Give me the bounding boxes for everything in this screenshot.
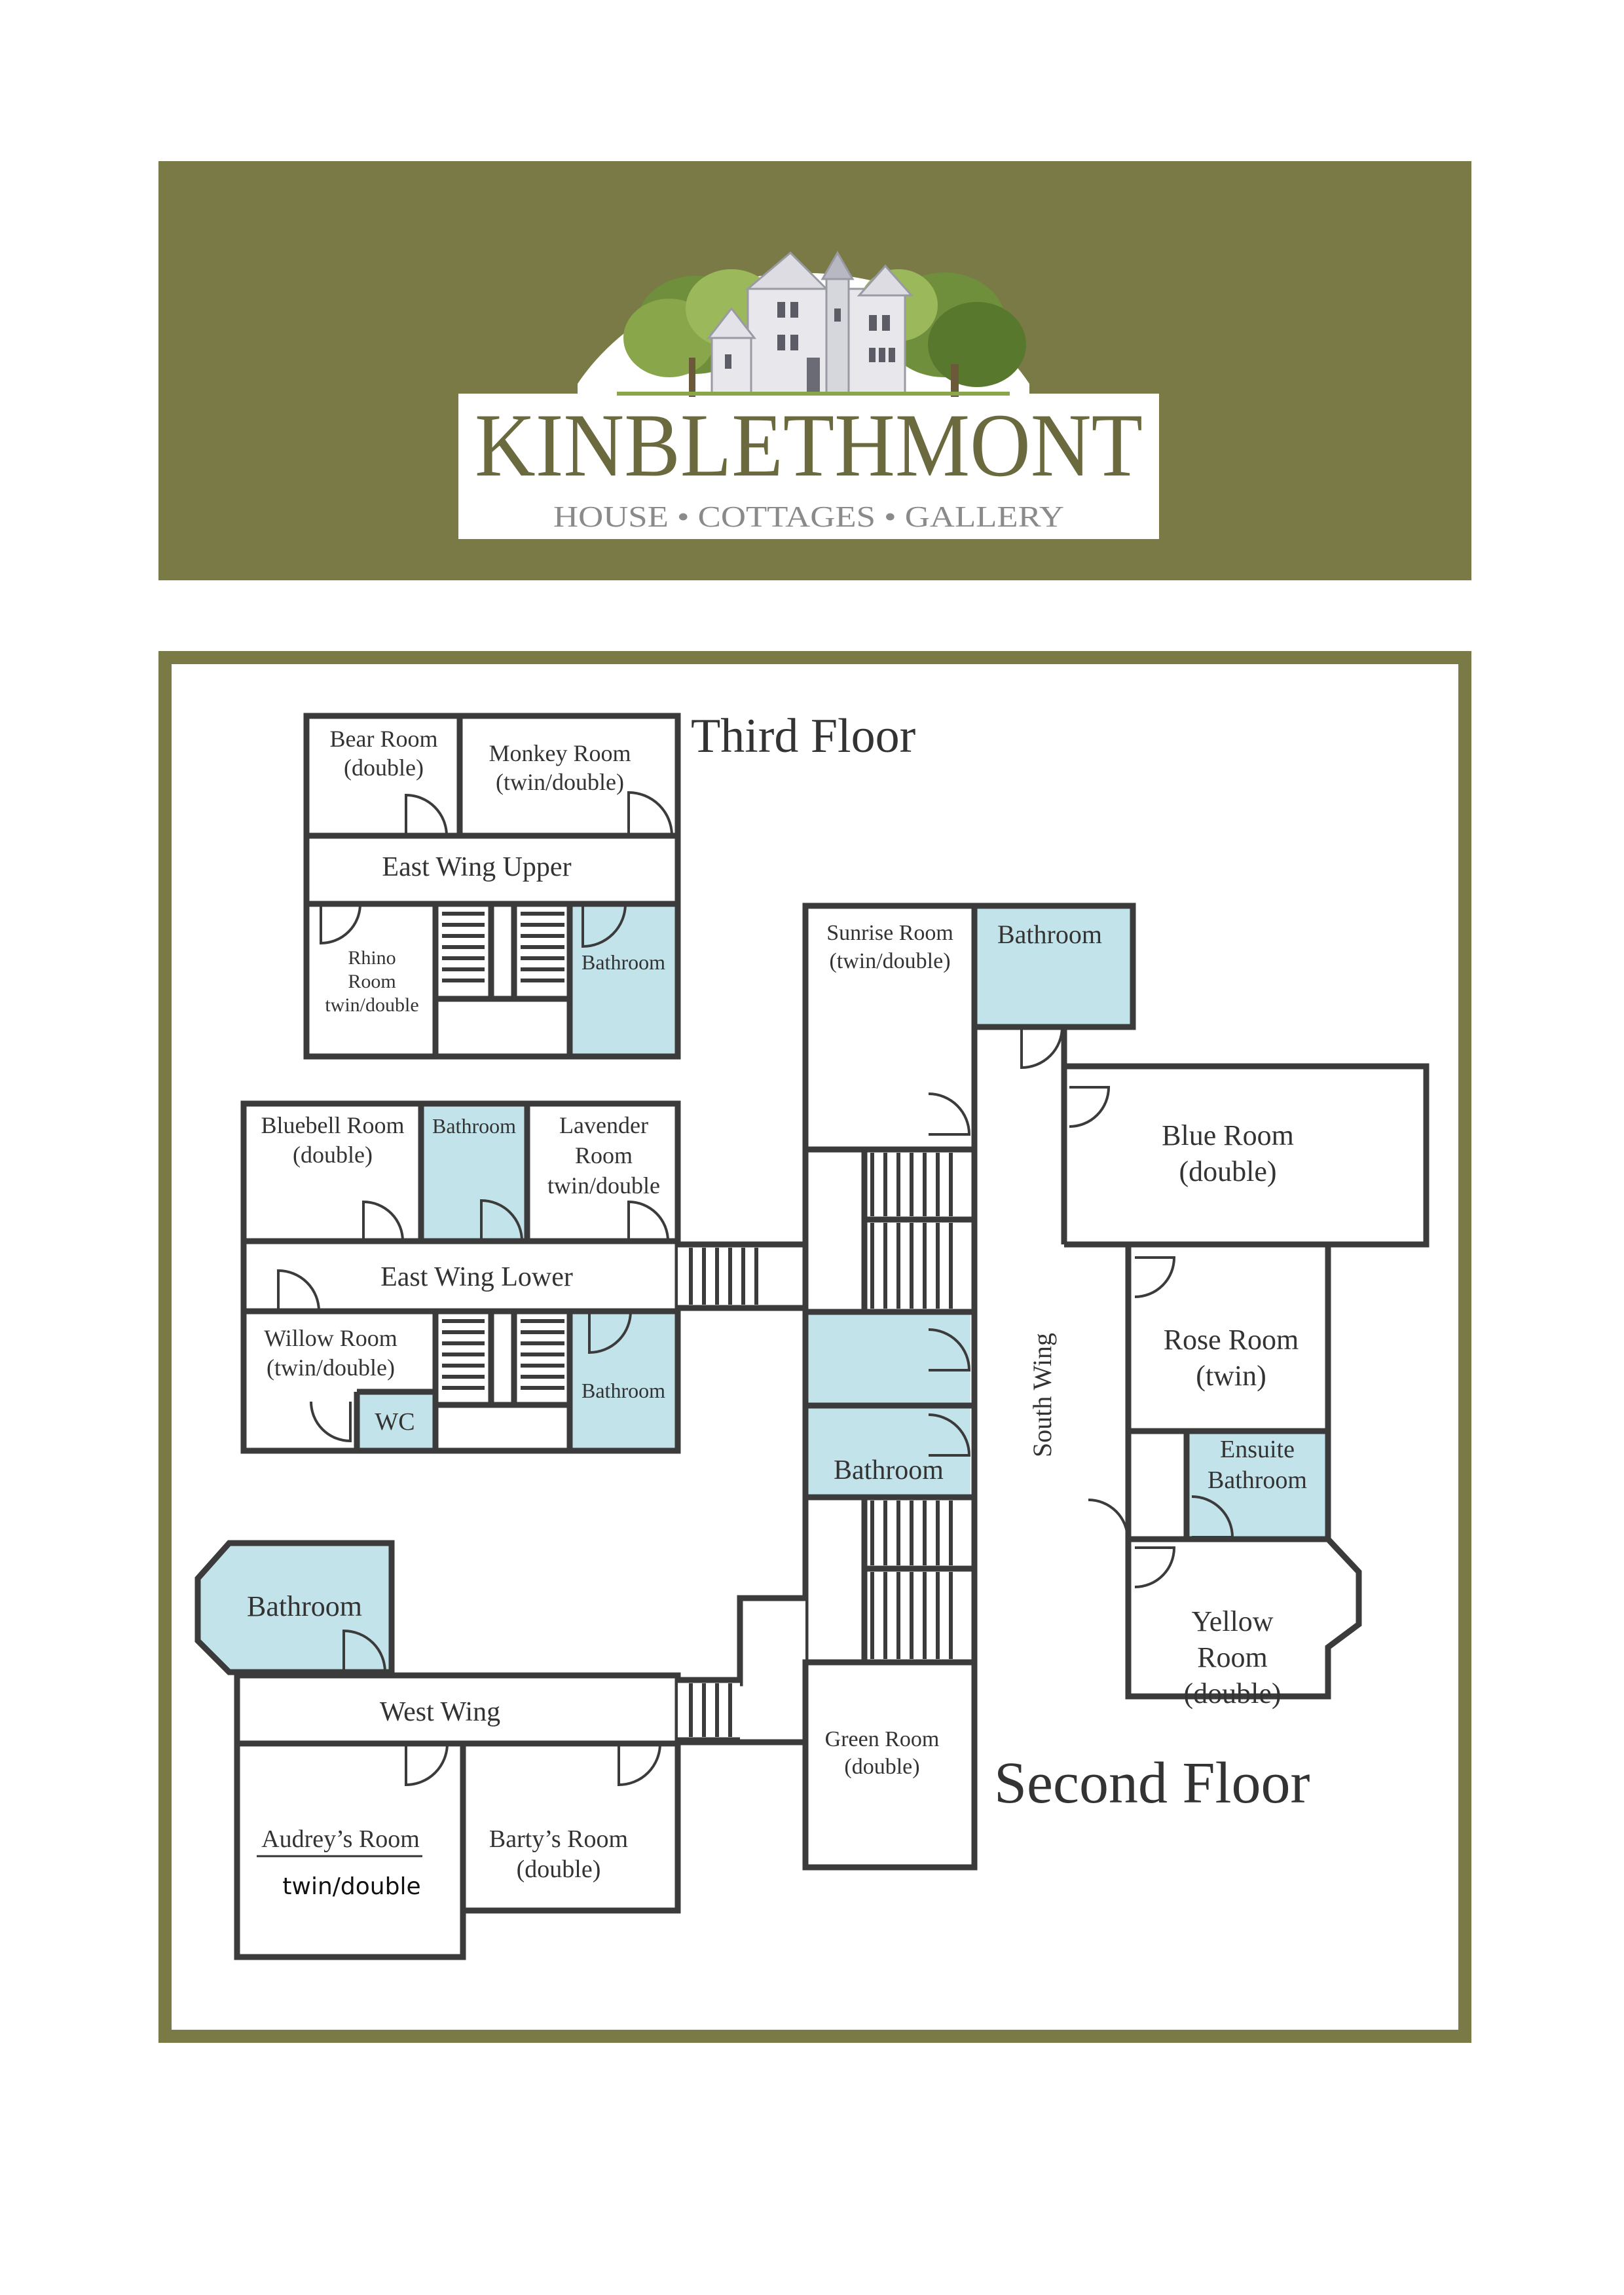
door-icon [581,903,627,948]
bathroom-upper-fill [570,904,678,1056]
staircase-lower [442,1319,564,1390]
lavender-room-line2: Room [575,1142,633,1168]
yellow-room-line3: (double) [1183,1677,1281,1709]
staircase-south [870,1153,953,1659]
wc-fill [357,1392,435,1451]
bathroom-south-label: Bathroom [834,1455,944,1485]
blue-room-name: Blue Room [1162,1119,1294,1151]
yellow-room-line1: Yellow [1191,1605,1273,1637]
lavender-room-line3: twin/double [547,1172,660,1199]
door-icon [627,1200,669,1242]
bathroom-upper-label: Bathroom [581,950,665,974]
rhino-room-line2: Room [348,971,396,992]
door-icon [320,903,361,945]
bathroom-bluebell-fill [421,1104,527,1241]
bathroom-corridor-fill [805,1312,970,1406]
door-icon [362,1200,404,1242]
bathroom-west-label: Bathroom [247,1590,362,1622]
ensuite-line1: Ensuite [1220,1436,1295,1463]
east-wing-lower-label: East Wing Lower [380,1262,573,1292]
door-icon [1088,1499,1129,1540]
bathroom-sunrise-fill [974,906,1133,1027]
door-icon [405,793,448,836]
monkey-room-name: Monkey Room [489,740,631,766]
door-icon [342,1629,386,1673]
bluebell-room-type: (double) [293,1142,373,1168]
east-wing-upper-label: East Wing Upper [382,852,571,882]
logo-wordmark: KINBLETHMONT [475,395,1143,495]
bear-room-type: (double) [344,755,424,781]
willow-room-type: (twin/double) [267,1354,395,1381]
sunrise-room-type: (twin/double) [829,949,950,973]
bathroom-sunrise-label: Bathroom [997,920,1102,949]
door-icon [1020,1026,1063,1070]
door-icon [277,1269,320,1312]
sunrise-room-name: Sunrise Room [826,921,953,945]
ensuite-line2: Bathroom [1208,1466,1307,1494]
door-icon [928,1413,971,1457]
lavender-room-line1: Lavender [559,1112,648,1138]
second-floor-title: Second Floor [994,1751,1310,1816]
audrey-room-name: Audrey’s Room [261,1825,420,1853]
bathroom-bluebell-label: Bathroom [432,1114,516,1138]
door-icon [928,1092,971,1136]
willow-room-name: Willow Room [264,1325,397,1351]
third-floor-plan: Bear Room (double) Monkey Room (twin/dou… [303,709,915,1060]
barty-room-name: Barty’s Room [489,1825,628,1853]
door-icon [1134,1256,1176,1298]
door-icon [588,1311,632,1354]
bluebell-room-name: Bluebell Room [261,1112,405,1138]
floor-plan: Bear Room (double) Monkey Room (twin/dou… [172,664,1458,2030]
bathroom-south-fill [805,1406,970,1497]
wc-label: WC [375,1408,415,1436]
door-icon [405,1743,449,1787]
yellow-room-line2: Room [1197,1641,1268,1673]
floorplan-frame: Bear Room (double) Monkey Room (twin/dou… [158,651,1471,2043]
green-room-type: (double) [844,1755,919,1779]
door-icon [627,791,673,836]
kinblethmont-logo: KINBLETHMONT HOUSE • COTTAGES • GALLERY [458,250,1159,539]
third-floor-title: Third Floor [691,709,915,763]
west-wing-label: West Wing [380,1697,500,1727]
blue-room-type: (double) [1179,1155,1276,1187]
bear-room-name: Bear Room [330,726,438,752]
door-icon [1069,1086,1111,1128]
logo-tagline: HOUSE • COTTAGES • GALLERY [553,500,1064,533]
south-wing-label: South Wing [1027,1333,1057,1457]
staircase-west-link [689,1683,732,1737]
door-icon [310,1401,352,1443]
ensuite-fill [1187,1431,1328,1539]
rose-room-name: Rose Room [1164,1324,1299,1356]
door-icon [928,1328,971,1371]
rose-room-type: (twin) [1196,1360,1266,1392]
second-floor-plan: Sunrise Room (twin/double) Bathroom Blue… [194,903,1430,1960]
door-icon [618,1743,661,1787]
rhino-room-line1: Rhino [348,947,396,969]
staircase-east-link [689,1248,758,1305]
rhino-room-line3: twin/double [325,994,418,1016]
door-icon [1134,1546,1176,1588]
logo-banner: KINBLETHMONT HOUSE • COTTAGES • GALLERY [158,161,1471,580]
bathroom-lower-label: Bathroom [581,1379,665,1402]
green-room-name: Green Room [825,1727,940,1751]
barty-room-type: (double) [517,1856,601,1883]
house-illustration [706,250,914,395]
staircase-upper [442,912,564,982]
door-icon [480,1199,523,1242]
monkey-room-type: (twin/double) [496,769,624,795]
door-icon [1191,1495,1234,1539]
audrey-room-type: twin/double [282,1873,420,1900]
